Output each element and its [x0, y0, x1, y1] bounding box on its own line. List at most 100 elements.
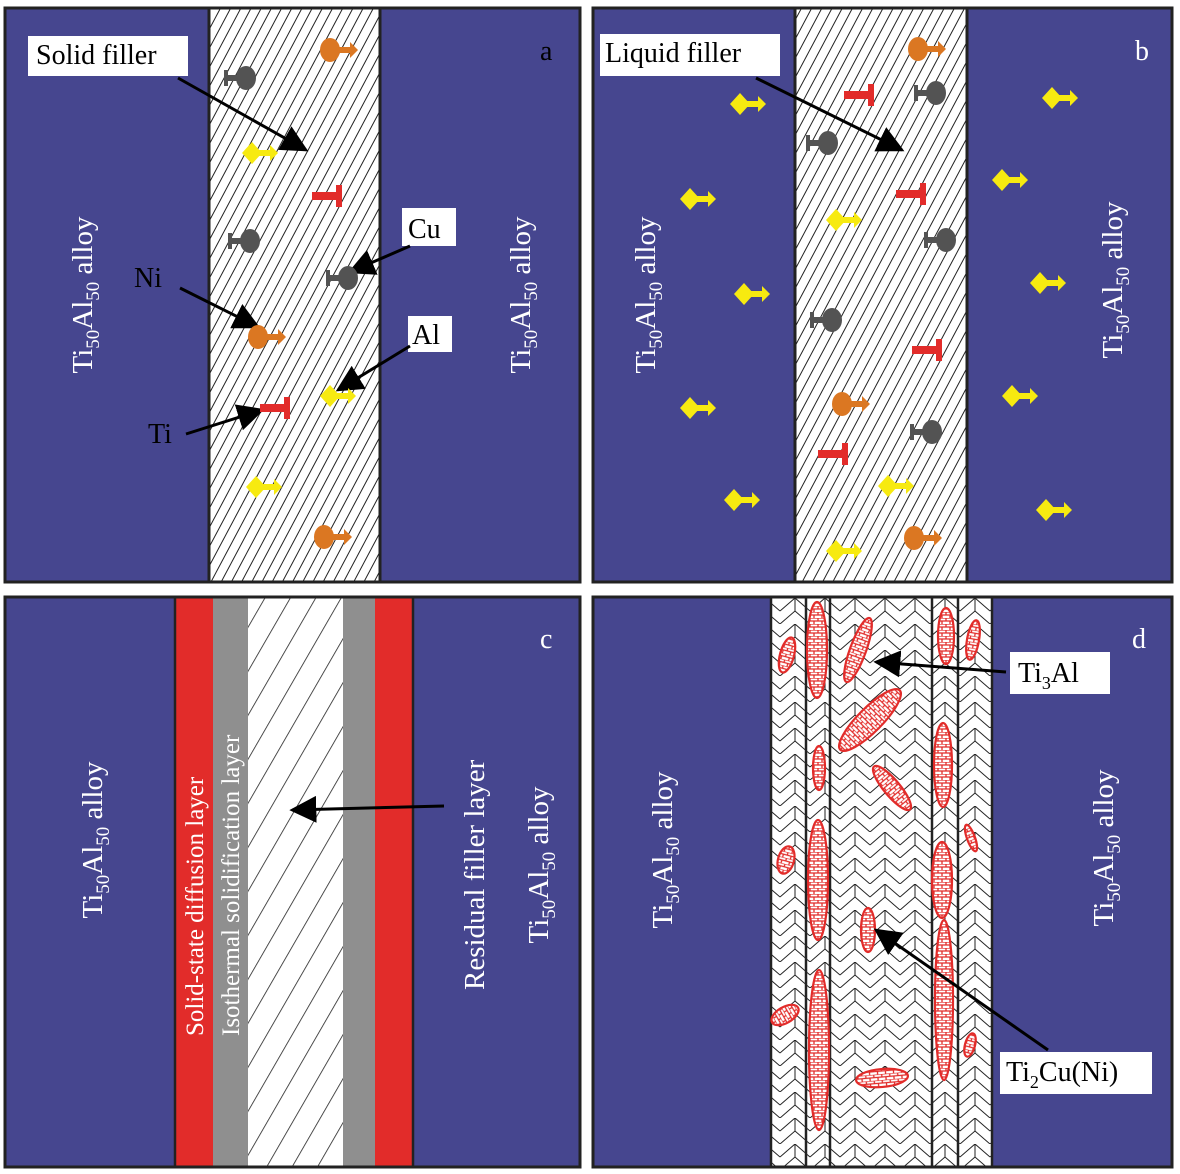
al-atom	[680, 397, 716, 419]
alloy-label-d-right: Ti50Al50 alloy	[1088, 769, 1125, 927]
cu-atom	[910, 420, 942, 444]
al-atom	[826, 540, 862, 562]
ni-atom	[908, 37, 946, 61]
alloy-block-left	[5, 8, 209, 582]
atom-group-b	[680, 37, 1078, 562]
ni-atom	[320, 38, 358, 62]
al-atom	[1036, 499, 1072, 521]
precipitate	[811, 744, 827, 792]
solid-filler-label: Solid filler	[36, 40, 157, 71]
ni-arrow	[179, 286, 261, 329]
al-atom	[1030, 272, 1066, 294]
panel-d: d Ti50Al50 alloy Ti50Al50 alloy Ti3Al Ti…	[591, 595, 1174, 1169]
precipitate	[770, 1003, 800, 1027]
precipitate	[777, 636, 797, 674]
alloy-block-right	[380, 8, 580, 582]
precipitate	[854, 1067, 910, 1089]
ti-atom	[260, 397, 290, 419]
residual-filler-layer	[248, 597, 343, 1167]
al-atom	[826, 209, 862, 231]
cu-atom	[224, 66, 256, 90]
precipitate-group	[770, 600, 981, 1132]
ti-atom	[312, 185, 342, 207]
panel-c-letter: c	[540, 624, 552, 655]
isothermal-solidification-layer	[213, 597, 248, 1167]
isothermal-layer-right	[343, 597, 375, 1167]
solid-state-diffusion-label: Solid-state diffusion layer	[182, 776, 209, 1036]
isothermal-solidification-label: Isothermal solidification layer	[218, 734, 245, 1036]
liquid-filler-label: Liquid filler	[605, 38, 742, 69]
solid-filler-arrow	[177, 76, 309, 152]
cu-atom	[810, 308, 842, 332]
alloy-block-right	[413, 597, 580, 1167]
cu-atom	[326, 266, 358, 290]
liquid-filler-arrow	[755, 76, 905, 152]
cu-atom	[228, 229, 260, 253]
panel-a: a Ti50Al50 alloy Ti50Al50 alloy Solid fi…	[3, 6, 582, 584]
al-atom	[1042, 87, 1078, 109]
precipitate	[930, 840, 954, 920]
alloy-block-left	[5, 597, 175, 1167]
precipitate	[963, 823, 979, 853]
ti-atom	[818, 443, 848, 465]
ti-atom	[912, 339, 942, 361]
panel-c: c Ti50Al50 alloy Ti50Al50 alloy Solid-st…	[3, 595, 582, 1169]
cu-atom	[806, 131, 838, 155]
precipitate	[871, 764, 913, 812]
solid-state-diffusion-layer	[175, 597, 213, 1167]
ti-atom	[844, 84, 874, 106]
panel-d-letter: d	[1132, 624, 1146, 655]
ti3al-arrow	[873, 650, 1007, 678]
cu-atom	[924, 228, 956, 252]
alloy-label-c-left: Ti50Al50 alloy	[77, 761, 114, 919]
al-atom	[242, 142, 278, 164]
residual-filler-arrow	[289, 795, 445, 823]
precipitate	[838, 688, 902, 752]
precipitate	[932, 721, 954, 809]
cu-atom	[914, 81, 946, 105]
ni-atom	[248, 325, 286, 349]
al-label: Al	[412, 320, 440, 351]
al-atom	[878, 475, 914, 497]
al-atom	[724, 489, 760, 511]
al-atom	[320, 385, 356, 407]
diffusion-layer-right	[375, 597, 413, 1167]
alloy-label-d-left: Ti50Al50 alloy	[647, 771, 684, 929]
ni-atom	[832, 392, 870, 416]
cu-arrow	[347, 244, 411, 275]
precipitate	[859, 906, 877, 954]
panel-a-frame	[3, 6, 582, 584]
al-atom	[992, 169, 1028, 191]
alloy-label-a-left: Ti50Al50 alloy	[67, 216, 104, 374]
ti2cu-label: Ti2Cu(Ni)	[1006, 1057, 1118, 1092]
ti-atom	[896, 183, 926, 205]
ti2cu-arrow	[873, 928, 1049, 1052]
residual-filler-label: Residual filler layer	[459, 759, 491, 990]
panel-a-letter: a	[540, 36, 553, 67]
ni-atom	[314, 525, 352, 549]
ti-label: Ti	[148, 419, 172, 450]
al-atom	[734, 283, 770, 305]
panel-b: b Ti50Al50 alloy Ti50Al50 alloy Liquid f…	[591, 6, 1174, 584]
al-atom	[246, 476, 282, 498]
precipitate	[805, 600, 829, 700]
alloy-block-left	[593, 597, 771, 1167]
precipitate	[933, 918, 955, 1082]
alloy-label-b-right: Ti50Al50 alloy	[1097, 201, 1134, 359]
panel-b-letter: b	[1135, 36, 1149, 67]
precipitate	[936, 606, 956, 666]
al-atom	[1002, 385, 1038, 407]
precipitate	[963, 1032, 977, 1058]
alloy-label-a-right: Ti50Al50 alloy	[505, 216, 542, 374]
ni-atom	[904, 526, 942, 550]
precipitate	[807, 968, 831, 1132]
panel-b-frame	[591, 6, 1174, 584]
precipitate	[965, 619, 981, 661]
panel-d-frame	[591, 595, 1174, 1169]
al-arrow	[335, 344, 411, 392]
panel-c-frame	[3, 595, 582, 1169]
precipitate	[806, 818, 830, 942]
ti-arrow	[185, 404, 265, 436]
precipitate	[776, 845, 796, 875]
